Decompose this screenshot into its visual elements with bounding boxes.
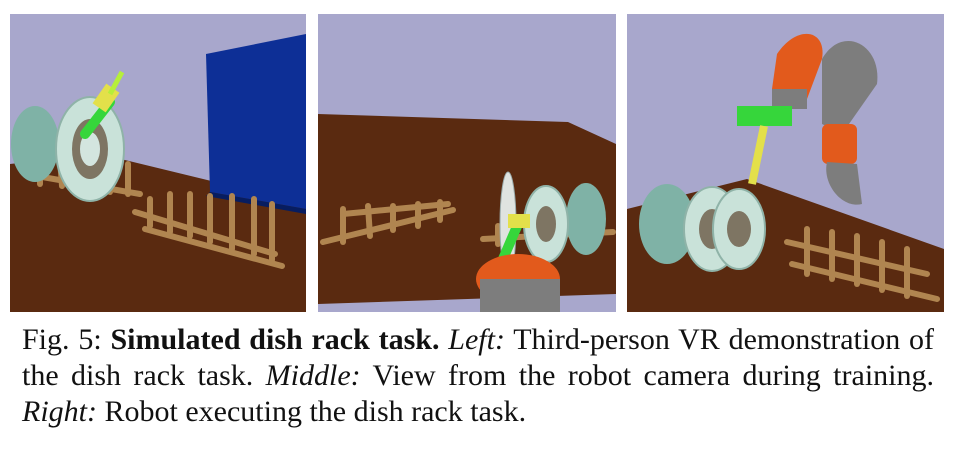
plate-back <box>566 183 606 255</box>
robot-arm <box>476 254 560 312</box>
middle-scene <box>318 14 616 312</box>
left-scene <box>10 14 306 312</box>
right-scene <box>627 14 944 312</box>
dish-rack-left <box>320 199 456 245</box>
panel-left-vr-demo <box>10 14 306 312</box>
caption-left-tag: Left: <box>448 323 505 356</box>
caption-right-tag: Right: <box>22 395 97 428</box>
robot-gripper <box>498 214 530 264</box>
caption-title: Simulated dish rack task. <box>110 323 440 356</box>
blue-box <box>206 34 306 209</box>
figure-label: Fig. 5: <box>22 323 102 356</box>
caption-middle-text: View from the robot camera during traini… <box>372 359 934 392</box>
panel-right-robot-execution <box>627 14 944 312</box>
figure-caption: Fig. 5: Simulated dish rack task. Left: … <box>22 322 934 430</box>
panel-middle-camera-view <box>318 14 616 312</box>
caption-middle-tag: Middle: <box>265 359 361 392</box>
plate-back <box>11 106 59 182</box>
caption-right-text: Robot executing the dish rack task. <box>104 395 527 428</box>
caption-left-text: Third-person VR demonstration of the dis… <box>22 323 935 392</box>
robot-arm <box>737 33 878 205</box>
robot-gripper <box>737 106 792 126</box>
figure <box>10 14 944 312</box>
dish-rack-front <box>132 191 285 269</box>
vr-gripper <box>80 70 125 139</box>
dish-rack <box>784 226 940 302</box>
plates <box>639 184 766 272</box>
